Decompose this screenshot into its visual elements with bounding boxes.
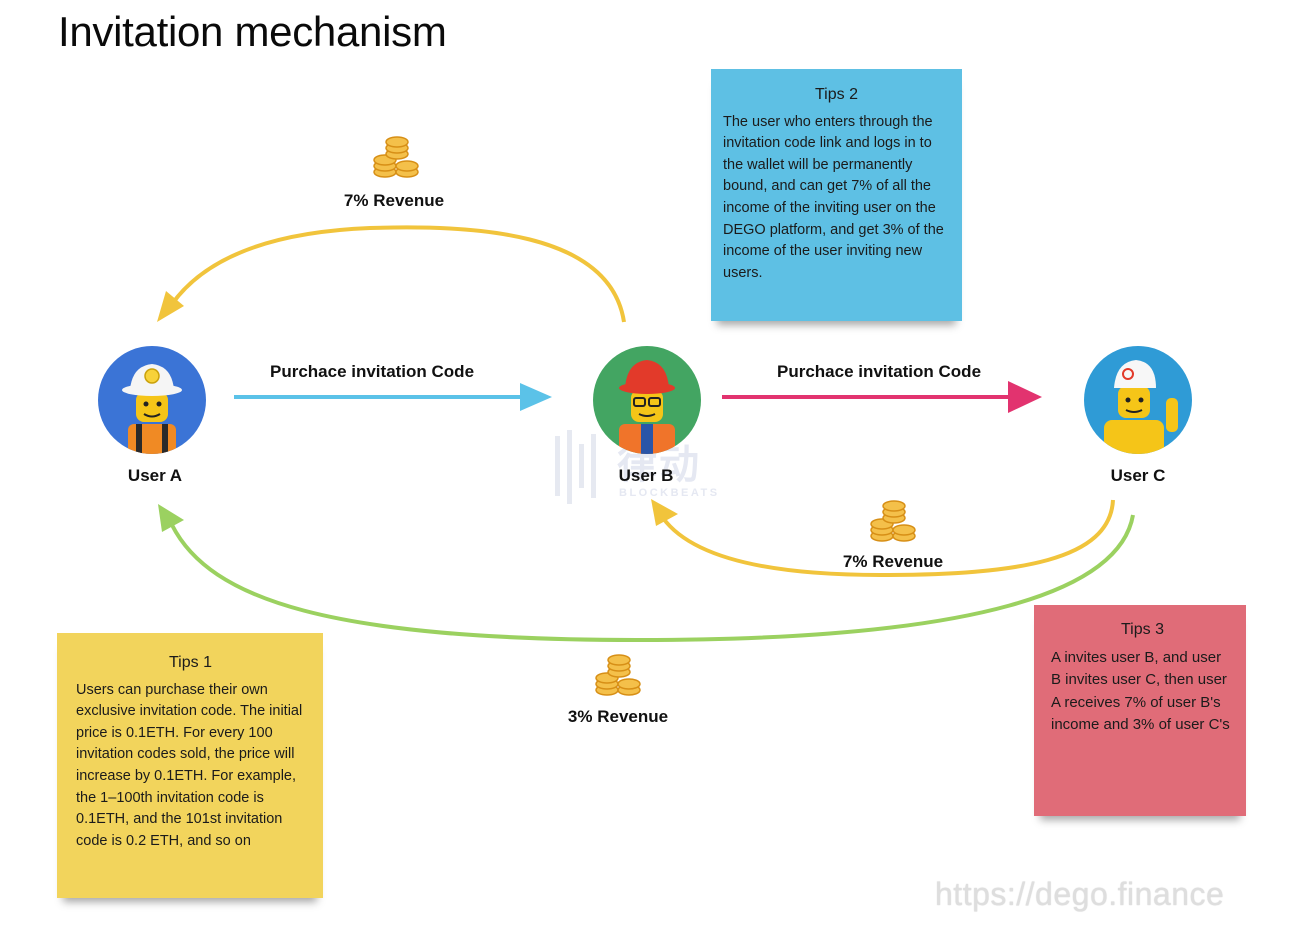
arrow-c-to-a-revenue-head [158, 504, 184, 532]
label-a-to-b: Purchace invitation Code [269, 362, 475, 381]
user-a-avatar [98, 346, 206, 454]
label-b-to-a-revenue: 7% Revenue [343, 191, 445, 210]
user-b-label: User B [618, 466, 674, 485]
source-url[interactable]: https://dego.finance [935, 876, 1225, 912]
tip-3-title: Tips 3 [1121, 621, 1164, 638]
user-b-avatar [593, 346, 701, 454]
lego-miner-icon [122, 364, 182, 454]
user-c-avatar [1084, 346, 1192, 454]
coins-icon [870, 500, 916, 542]
coins-icon [373, 136, 419, 178]
user-c-label: User C [1110, 466, 1166, 485]
page-title: Invitation mechanism [58, 8, 447, 55]
arrow-b-to-c-head [1008, 381, 1042, 413]
watermark-subtext: BLOCKBEATS [619, 487, 720, 499]
arrow-b-to-a-revenue-head [157, 291, 184, 322]
tip-3-note: Tips 3 A invites user B, and user B invi… [1034, 605, 1246, 816]
tip-1-body: Users can purchase their own exclusive i… [76, 681, 303, 849]
arrow-c-to-b-revenue [661, 499, 1115, 578]
label-c-to-a-revenue: 3% Revenue [567, 707, 669, 726]
label-b-to-c: Purchace invitation Code [776, 362, 982, 381]
tip-1-note: Tips 1 Users can purchase their own excl… [57, 633, 323, 898]
arrow-b-to-a-revenue [170, 225, 626, 323]
tip-2-body: The user who enters through the invitati… [723, 113, 944, 281]
user-a-label: User A [127, 466, 183, 485]
tip-1-title: Tips 1 [169, 654, 212, 671]
arrow-c-to-b-revenue-head [651, 499, 678, 526]
lego-worker-icon [619, 360, 675, 454]
label-c-to-b-revenue: 7% Revenue [842, 552, 944, 571]
lego-swimmer-icon [1104, 360, 1178, 454]
coins-icon [595, 654, 641, 696]
arrow-a-to-b-head [520, 383, 552, 411]
arrow-c-to-a-revenue [170, 514, 1135, 643]
tip-3-body: A invites user B, and user B invites use… [1051, 648, 1230, 734]
tip-2-title: Tips 2 [815, 86, 858, 103]
tip-2-note: Tips 2 The user who enters through the i… [711, 69, 962, 321]
blockbeats-logo-icon [555, 430, 596, 504]
